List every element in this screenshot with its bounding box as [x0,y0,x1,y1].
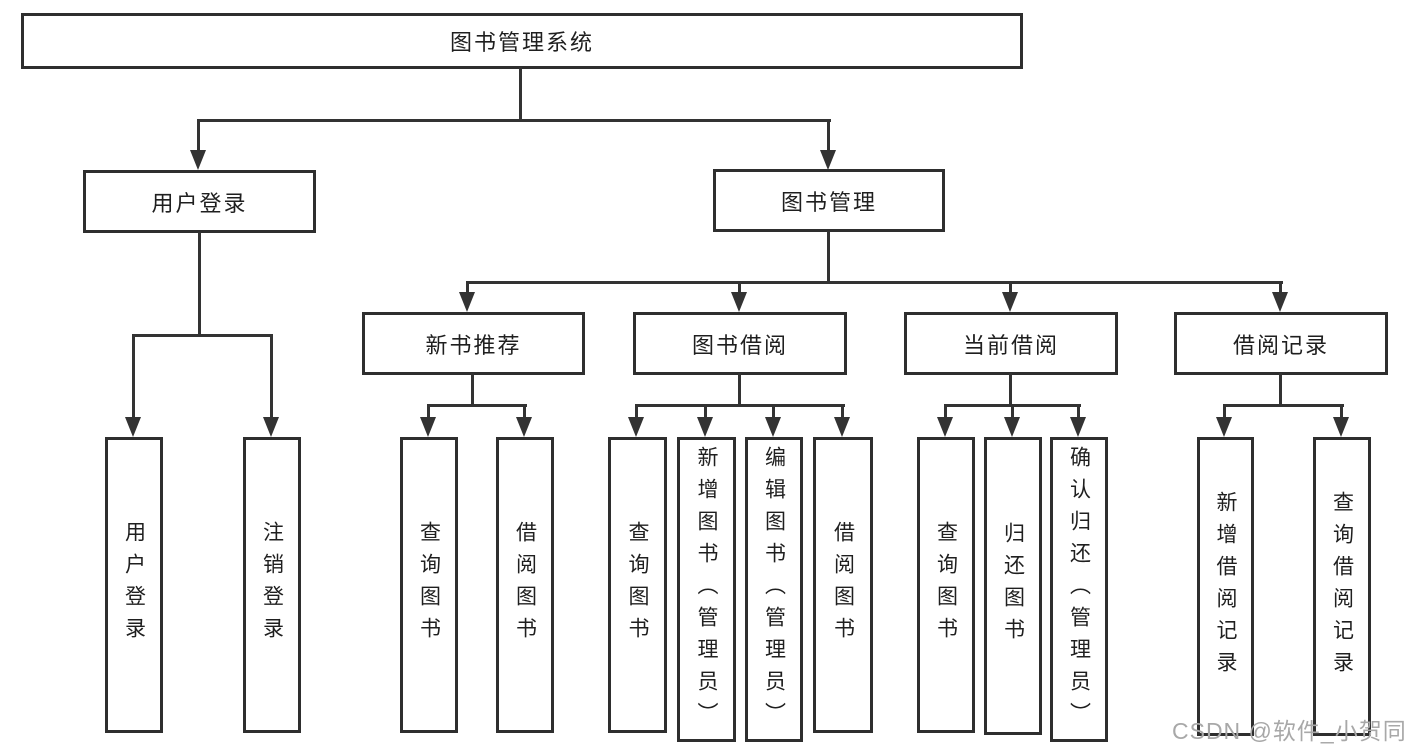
node-return-books: 归还图书 [984,437,1042,735]
arrow-down-icon [1070,417,1086,437]
connector-new-book-hline [428,404,527,407]
node-add-books-admin: 新增图书（管理员） [677,437,736,742]
arrow-down-icon [263,417,279,437]
arrow-down-icon [1004,417,1020,437]
connector-leaf [944,404,947,419]
connector-borrow-records-stem [1279,373,1282,406]
connector-leaf [523,404,526,419]
connector-root-stem [519,67,522,121]
node-borrow-books-recommend: 借阅图书 [496,437,554,733]
node-label: 归还图书 [1001,522,1025,650]
node-label: 查询借阅记录 [1330,490,1354,683]
arrow-down-icon [820,150,836,170]
connector-book-management-hline [467,281,1283,284]
connector-current-borrow-stem [1009,373,1012,406]
node-label: 查询图书 [934,521,958,649]
node-label: 查询图书 [417,521,441,649]
connector-to-user-login [197,119,200,152]
connector-to-new-book [466,281,469,294]
node-edit-books-admin: 编辑图书（管理员） [745,437,803,742]
node-label: 新增借阅记录 [1214,490,1237,683]
arrow-down-icon [420,417,436,437]
connector-book-management-stem [827,231,830,284]
node-borrow-records: 借阅记录 [1174,312,1388,375]
node-book-management: 图书管理 [713,169,945,232]
connector-user-login-hline [133,334,273,337]
node-label: 借阅图书 [831,521,855,649]
connector-leaf [704,404,707,419]
connector-new-book-stem [471,373,474,406]
node-user-login-leaf: 用户登录 [105,437,163,733]
connector-leaf [635,404,638,419]
node-label: 编辑图书（管理员） [762,445,786,734]
connector-leaf [427,404,430,419]
connector-to-logout-leaf [270,334,273,417]
connector-to-book-borrow [738,281,741,294]
arrow-down-icon [937,417,953,437]
node-current-borrow: 当前借阅 [904,312,1118,375]
connector-leaf [1223,404,1226,419]
node-label: 注销登录 [260,521,284,649]
connector-leaf [1011,404,1014,419]
arrow-down-icon [765,417,781,437]
connector-user-login-stem [198,232,201,336]
node-confirm-return-admin: 确认归还（管理员） [1050,437,1108,742]
node-label: 确认归还（管理员） [1067,445,1091,734]
connector-to-login-leaf [132,334,135,417]
arrow-down-icon [834,417,850,437]
node-book-borrow: 图书借阅 [633,312,847,375]
connector-to-current-borrow [1009,281,1012,294]
node-query-books-recommend: 查询图书 [400,437,458,733]
connector-leaf [772,404,775,419]
node-label: 借阅图书 [513,521,537,649]
connector-leaf [1340,404,1343,419]
node-borrow-books: 借阅图书 [813,437,873,733]
node-query-books-current: 查询图书 [917,437,975,733]
arrow-down-icon [1272,292,1288,312]
connector-book-borrow-hline [636,404,845,407]
connector-root-hline [198,119,831,122]
node-new-book-recommend: 新书推荐 [362,312,585,375]
connector-leaf [1077,404,1080,419]
connector-leaf [841,404,844,419]
arrow-down-icon [190,150,206,170]
csdn-watermark: CSDN @软件_小贺同学 [1172,718,1405,744]
connector-borrow-records-hline [1224,404,1344,407]
node-query-borrow-record: 查询借阅记录 [1313,437,1371,736]
connector-to-book-management [827,119,830,152]
node-add-borrow-record: 新增借阅记录 [1197,437,1254,736]
node-label: 查询图书 [626,521,649,649]
node-root: 图书管理系统 [21,13,1023,69]
arrow-down-icon [628,417,644,437]
node-label: 用户登录 [122,521,146,649]
arrow-down-icon [125,417,141,437]
arrow-down-icon [1216,417,1232,437]
arrow-down-icon [1002,292,1018,312]
arrow-down-icon [516,417,532,437]
connector-to-borrow-records [1279,281,1282,294]
arrow-down-icon [731,292,747,312]
arrow-down-icon [1333,417,1349,437]
node-logout-leaf: 注销登录 [243,437,301,733]
node-user-login: 用户登录 [83,170,316,233]
node-label: 新增图书（管理员） [695,445,718,734]
arrow-down-icon [697,417,713,437]
connector-book-borrow-stem [738,373,741,406]
arrow-down-icon [459,292,475,312]
node-query-books-borrow: 查询图书 [608,437,667,733]
